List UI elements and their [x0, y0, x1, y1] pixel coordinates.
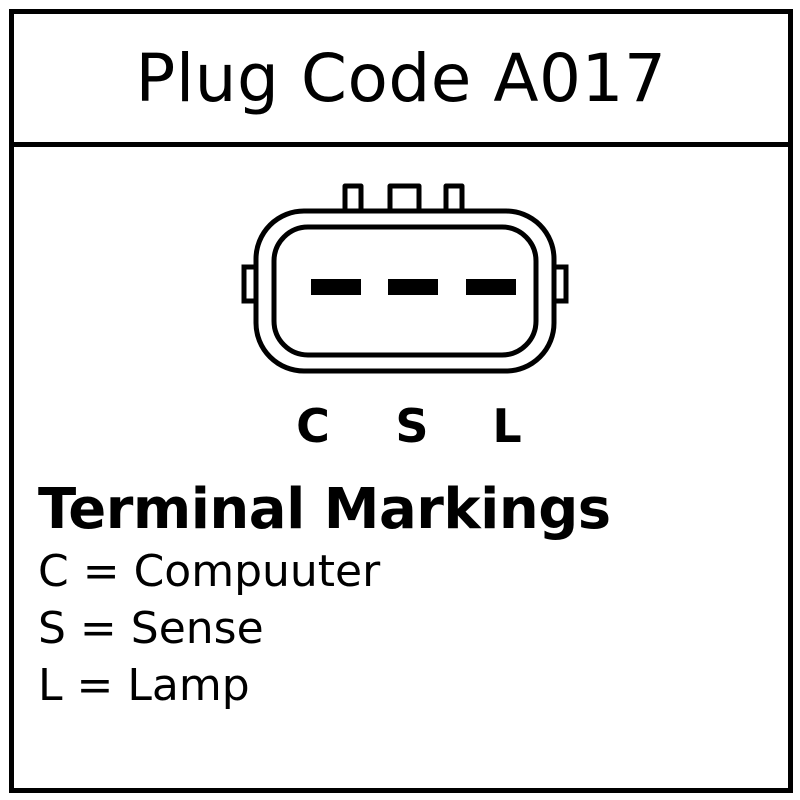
- marking-l: L = Lamp: [38, 660, 250, 712]
- pin-c: [311, 279, 361, 295]
- marking-c: C = Compuuter: [38, 546, 381, 598]
- pin-s: [388, 279, 438, 295]
- pin-label-c: C: [296, 399, 330, 453]
- three-pin-plug-icon: [241, 183, 569, 374]
- pin-label-l: L: [492, 399, 522, 453]
- diagram-frame: Plug Code A017 C S L Terminal Markings C…: [9, 9, 793, 793]
- pin-l: [466, 279, 516, 295]
- marking-s: S = Sense: [38, 603, 264, 655]
- terminal-markings-heading: Terminal Markings: [38, 477, 611, 542]
- title-bar: Plug Code A017: [14, 14, 788, 147]
- terminal-markings: Terminal Markings C = Compuuter S = Sens…: [38, 476, 611, 714]
- pin-labels: C S L: [14, 399, 788, 459]
- page-title: Plug Code A017: [135, 39, 667, 117]
- pin-label-s: S: [395, 399, 429, 453]
